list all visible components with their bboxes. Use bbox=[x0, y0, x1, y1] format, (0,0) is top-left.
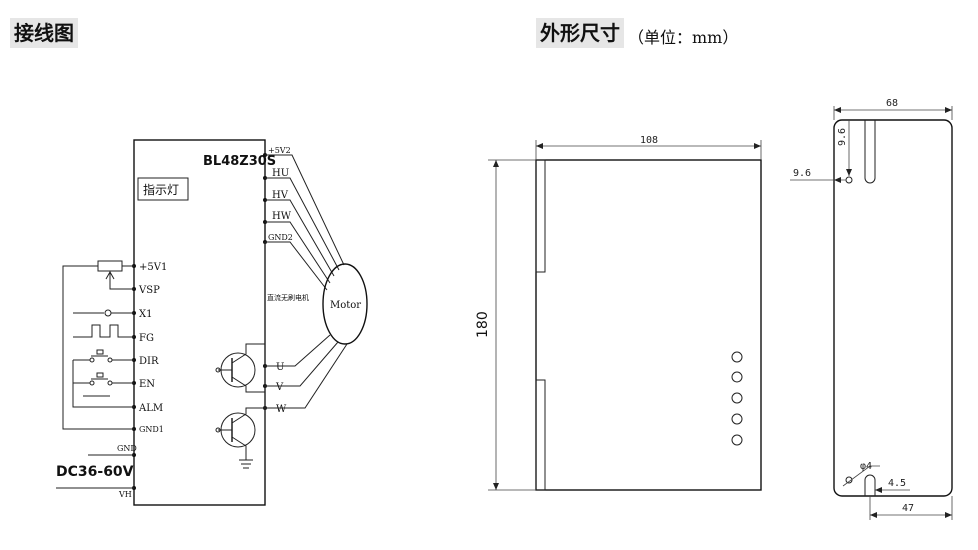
pin-label: GND1 bbox=[139, 425, 164, 434]
power-input: GND VH DC36-60V bbox=[56, 444, 137, 499]
motor-label: Motor bbox=[330, 300, 361, 311]
potentiometer bbox=[62, 260, 134, 430]
indicator-hole bbox=[731, 413, 743, 425]
indicator-box bbox=[137, 177, 189, 201]
en-switch bbox=[73, 372, 134, 397]
hall-pin-group: +5V2 HU HV HW GND2 bbox=[263, 146, 345, 291]
pin-label: X1 bbox=[139, 309, 152, 320]
pin-label: ALM bbox=[138, 403, 163, 414]
indicator-hole bbox=[731, 434, 743, 446]
dc-voltage-label: DC36-60V bbox=[56, 464, 134, 480]
motor-caption: 直流无刷电机 bbox=[267, 293, 309, 302]
pin-label: V bbox=[275, 382, 284, 393]
unit-label: （单位：mm） bbox=[628, 28, 739, 47]
transistor-upper bbox=[215, 343, 265, 393]
mount-slot-top bbox=[864, 120, 876, 184]
pin-label: VSP bbox=[138, 285, 160, 296]
pin-label: HU bbox=[272, 168, 289, 179]
pin-label: GND2 bbox=[268, 233, 293, 242]
flange-top bbox=[535, 159, 546, 273]
transistor-lower bbox=[215, 407, 265, 469]
dim-width: 108 bbox=[640, 135, 658, 146]
dim-slot-width: 4.5 bbox=[888, 478, 906, 489]
potentiometer-body bbox=[97, 260, 123, 272]
motor: Motor 直流无刷电机 bbox=[267, 263, 368, 345]
indicator-hole bbox=[731, 392, 743, 404]
vh-label: VH bbox=[118, 490, 132, 499]
pin-label: U bbox=[276, 362, 284, 373]
dim-side-width: 68 bbox=[886, 98, 898, 109]
dim-hole-left: 9.6 bbox=[793, 168, 811, 179]
indicator-hole bbox=[731, 371, 743, 383]
pin-label: EN bbox=[139, 379, 155, 390]
indicator-label: 指示灯 bbox=[143, 182, 179, 197]
dir-switch bbox=[72, 349, 134, 408]
gnd-label: GND bbox=[117, 444, 137, 453]
dim-height: 180 bbox=[475, 311, 491, 338]
dim-slot-offset: 47 bbox=[902, 503, 914, 514]
pin-label: DIR bbox=[139, 356, 159, 367]
phase-pin-group: U V W bbox=[263, 242, 348, 430]
wiring-diagram: BL48Z30S 指示灯 +5V1 VSP X1 FG DIR EN ALM G… bbox=[56, 139, 368, 506]
wiring-title: 接线图 bbox=[10, 18, 78, 48]
dim-hole-diameter: φ4 bbox=[860, 461, 872, 472]
side-view-body bbox=[833, 119, 953, 497]
mount-hole bbox=[845, 176, 853, 184]
motor-body bbox=[322, 263, 368, 345]
outline-title: 外形尺寸 bbox=[536, 18, 624, 48]
mount-slot-bottom bbox=[864, 474, 876, 496]
side-view: 68 9.6 9.6 φ4 4.5 47 bbox=[790, 98, 953, 520]
pin-label: FG bbox=[139, 333, 154, 344]
left-pin-group: +5V1 VSP X1 FG DIR EN ALM GND1 bbox=[132, 262, 167, 434]
x1-input bbox=[73, 309, 134, 317]
mount-hole bbox=[845, 476, 853, 484]
indicator-hole bbox=[731, 351, 743, 363]
pin-label: W bbox=[276, 404, 287, 415]
pin-label: +5V2 bbox=[268, 146, 291, 155]
driver-model: BL48Z30S bbox=[203, 154, 276, 169]
fg-pulse bbox=[73, 324, 134, 338]
flange-bottom bbox=[535, 379, 546, 491]
dim-hole-top: 9.6 bbox=[837, 128, 848, 146]
pin-label: +5V1 bbox=[139, 262, 167, 273]
pin-label: HV bbox=[272, 190, 289, 201]
front-view: 108 180 bbox=[475, 135, 762, 491]
front-view-body bbox=[535, 159, 762, 491]
pin-label: HW bbox=[272, 211, 292, 222]
